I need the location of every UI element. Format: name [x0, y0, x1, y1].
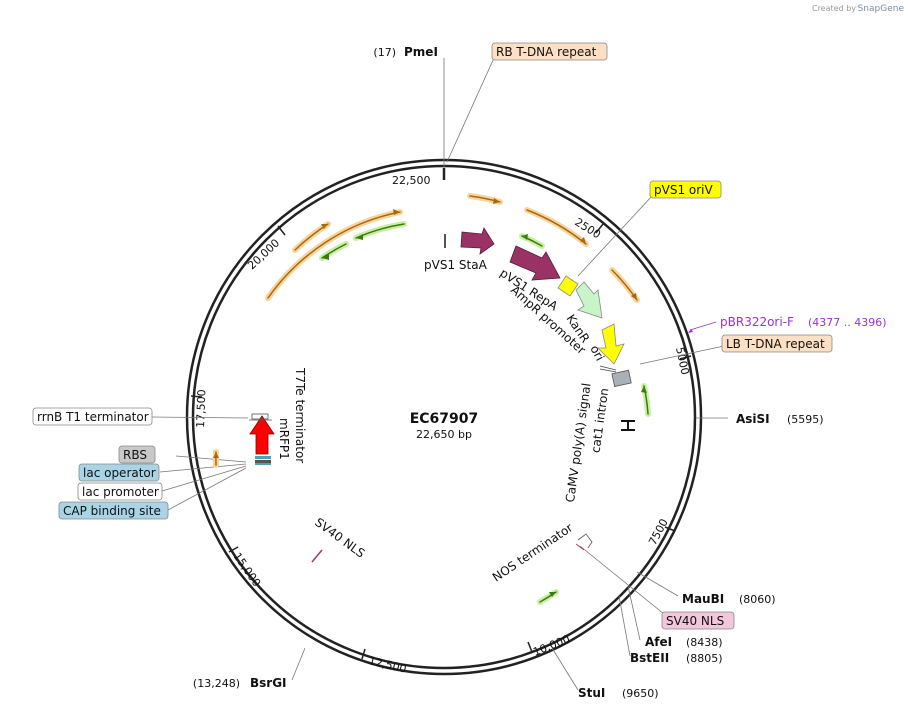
box-lac-operator[interactable]: lac operator	[78, 463, 160, 482]
lac-elements	[255, 456, 271, 465]
mrfp1-arrow[interactable]	[249, 415, 275, 455]
site-pos-asisi: (5595)	[787, 413, 824, 426]
site-pos-afei: (8438)	[686, 636, 723, 649]
box-lac-promoter[interactable]: lac promoter	[77, 482, 163, 501]
site-name-asisi[interactable]: AsiSI	[736, 412, 770, 426]
tick-label-10000: 10,000	[531, 632, 572, 658]
label-sv40-nls: SV40 NLS	[312, 515, 367, 561]
pvs1-staa-arrow[interactable]	[460, 227, 495, 255]
plasmid-name: EC67907	[410, 411, 479, 427]
label-t7te-terminator: T7Te terminator	[293, 367, 307, 463]
site-leader-lines	[291, 58, 728, 691]
site-name-bsteii[interactable]: BstEII	[630, 651, 669, 665]
label-cat1-intron: cat1 intron	[588, 387, 611, 454]
credit-prefix: Created by	[812, 4, 856, 13]
svg-text:SV40 NLS: SV40 NLS	[666, 614, 724, 628]
site-name-pmei[interactable]: PmeI	[404, 45, 438, 59]
primer-pbr322ori-f[interactable]: pBR322ori-F (4377 .. 4396)	[688, 315, 887, 333]
box-sv40-nls[interactable]: SV40 NLS	[661, 611, 735, 630]
label-nos-terminator: NOS terminator	[490, 520, 576, 584]
green-arrowheads	[322, 234, 647, 597]
site-pos-bsrgi: (13,248)	[193, 677, 240, 690]
sv40-nls-inner-mark	[311, 549, 323, 563]
svg-text:RBS: RBS	[123, 448, 147, 462]
tick-label-17500: 17,500	[194, 389, 208, 428]
site-name-afei[interactable]: AfeI	[645, 635, 672, 649]
tick-label-12500: 12,500	[367, 654, 407, 675]
svg-text:rrnB T1 terminator: rrnB T1 terminator	[37, 410, 149, 424]
box-rrnb-t1-terminator[interactable]: rrnB T1 terminator	[32, 407, 153, 426]
box-cap-binding-site[interactable]: CAP binding site	[58, 501, 169, 520]
box-lb-tdna-repeat[interactable]: LB T-DNA repeat	[721, 334, 833, 353]
site-name-maubi[interactable]: MauBI	[682, 592, 724, 606]
pvs1-repa-arrow[interactable]	[509, 245, 561, 281]
site-name-stui[interactable]: StuI	[578, 686, 605, 700]
tick-label-5000: 5000	[673, 346, 692, 376]
svg-text:CAP binding site: CAP binding site	[63, 504, 161, 518]
svg-text:RB T-DNA repeat: RB T-DNA repeat	[496, 45, 597, 59]
svg-text:pVS1 oriV: pVS1 oriV	[654, 183, 714, 197]
site-pos-pmei: (17)	[373, 46, 396, 59]
ibeam-symbol	[621, 420, 635, 431]
nos-terminator-symbol	[575, 533, 593, 551]
label-mrfp1: mRFP1	[277, 418, 291, 460]
site-pos-bsteii: (8805)	[686, 652, 723, 665]
label-ori: ori	[587, 343, 607, 363]
svg-text:pBR322ori-F: pBR322ori-F	[720, 315, 794, 329]
label-pvs1-staa: pVS1 StaA	[424, 258, 488, 272]
orange-arrowheads	[213, 198, 637, 458]
plasmid-size: 22,650 bp	[416, 428, 472, 441]
tick-label-22500: 22,500	[392, 174, 431, 187]
tick-marks	[190, 168, 692, 660]
box-rbs[interactable]: RBS	[118, 445, 156, 464]
ori-arrow[interactable]	[597, 323, 625, 365]
terminator-symbols	[249, 413, 272, 421]
box-rb-tdna-repeat[interactable]: RB T-DNA repeat	[491, 42, 608, 61]
svg-text:lac promoter: lac promoter	[82, 485, 159, 499]
kanr-arrow[interactable]	[575, 281, 603, 319]
svg-text:LB T-DNA repeat: LB T-DNA repeat	[726, 337, 825, 351]
snapgene-logo: SnapGene	[858, 4, 905, 14]
pvs1-oriv-block[interactable]	[557, 275, 579, 297]
svg-text:lac operator: lac operator	[83, 466, 156, 480]
grey-block	[599, 365, 632, 387]
svg-text:(4377 .. 4396): (4377 .. 4396)	[808, 316, 887, 329]
site-pos-maubi: (8060)	[739, 593, 776, 606]
box-pvs1-oriv[interactable]: pVS1 oriV	[649, 180, 722, 199]
site-pos-stui: (9650)	[622, 687, 659, 700]
box-leader-lines	[149, 57, 725, 615]
site-name-bsrgi[interactable]: BsrGI	[250, 676, 287, 690]
